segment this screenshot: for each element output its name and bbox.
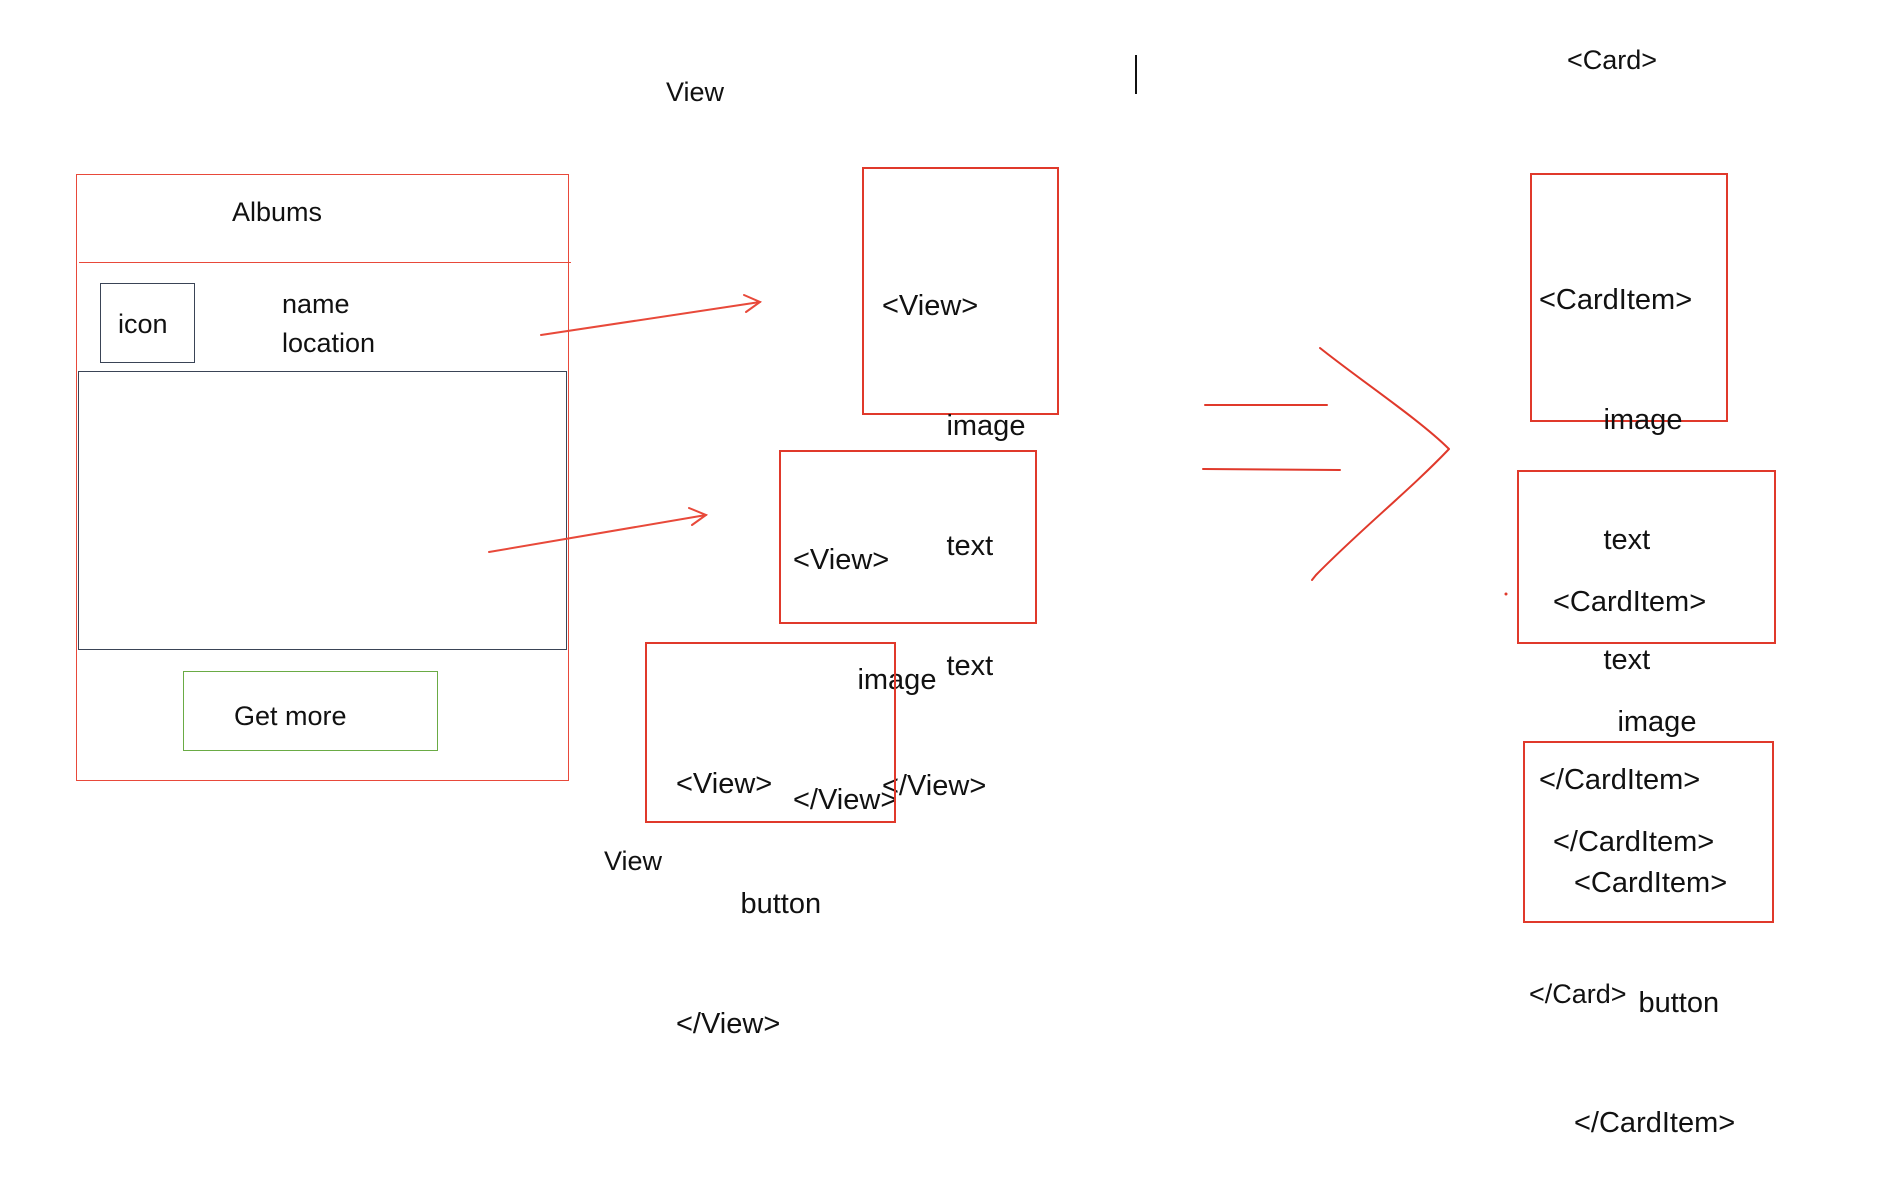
code-line: </View> (793, 784, 898, 816)
app-mockup-frame (76, 174, 569, 781)
carditem-box-image-code: <CardItem> image </CardItem> (1553, 502, 1714, 902)
view-box-button (645, 642, 896, 823)
code-line: </CardItem> (1553, 826, 1715, 858)
mockup-get-more-label: Get more (234, 701, 347, 731)
code-line: button (1574, 987, 1720, 1019)
mockup-icon-label: icon (118, 309, 168, 339)
code-line: image (1553, 706, 1697, 738)
card-close-label: </Card> (1529, 979, 1627, 1009)
carditem-box-header-code: <CardItem> image text text </CardItem> (1539, 200, 1700, 840)
code-line: image (793, 664, 937, 696)
mockup-location-label: location (282, 328, 376, 358)
view-box-image (779, 450, 1037, 624)
mockup-image-area (78, 371, 567, 650)
carditem-box-button-code: <CardItem> button </CardItem> (1574, 783, 1735, 1183)
code-line: </View> (676, 1008, 781, 1040)
carditem-box-header (1530, 173, 1728, 422)
mockup-header-divider (79, 262, 571, 263)
carditem-box-image (1517, 470, 1776, 644)
code-line: </CardItem> (1574, 1107, 1736, 1139)
code-line: <View> (882, 290, 979, 322)
view-label-top: View (666, 77, 725, 107)
code-line: text (882, 650, 994, 682)
code-line: text (882, 530, 994, 562)
code-line: <CardItem> (1539, 284, 1693, 316)
mockup-icon-box (100, 283, 195, 363)
view-box-header-code: <View> image text text </View> (882, 206, 1025, 846)
code-line: <View> (793, 544, 890, 576)
mockup-get-more-button (183, 671, 438, 751)
view-box-image-code: <View> image </View> (793, 460, 936, 860)
code-line: text (1539, 524, 1651, 556)
code-line: image (882, 410, 1026, 442)
carditem-box-button (1523, 741, 1774, 923)
view-box-header (862, 167, 1059, 415)
code-line: text (1539, 644, 1651, 676)
code-line: <View> (676, 768, 773, 800)
view-box-button-code: <View> button </View> (676, 684, 821, 1084)
big-transform-arrow (1202, 347, 1450, 581)
mockup-header-title: Albums (232, 197, 323, 227)
card-open-label: <Card> (1567, 45, 1658, 75)
code-line: </CardItem> (1539, 764, 1701, 796)
arrow-to-header-view (540, 294, 763, 336)
mockup-name-label: name (282, 289, 350, 319)
code-line: button (676, 888, 822, 920)
view-label-bottom: View (604, 846, 663, 876)
code-line: </View> (882, 770, 987, 802)
code-line: <CardItem> (1553, 586, 1707, 618)
code-line: <CardItem> (1574, 867, 1728, 899)
stray-dot (1504, 592, 1508, 596)
code-line: image (1539, 404, 1683, 436)
